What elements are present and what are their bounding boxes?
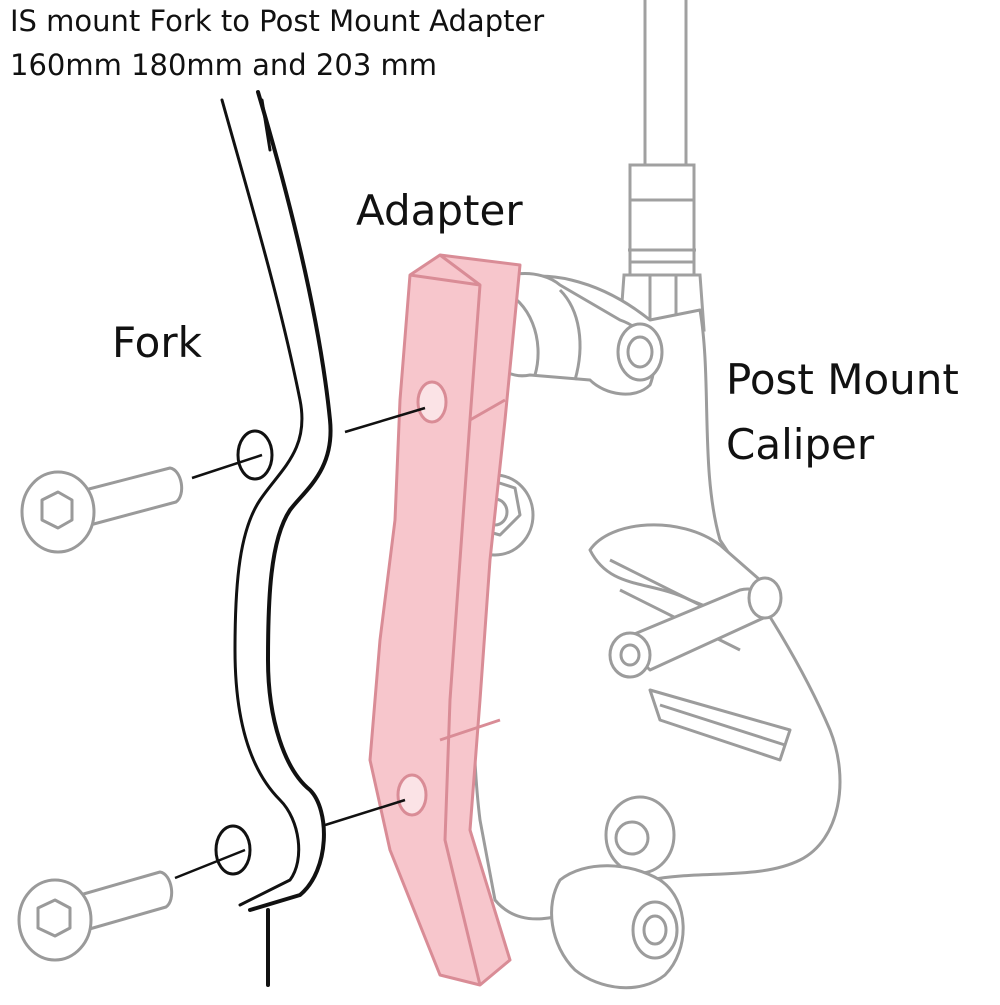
fork-label: Fork	[112, 318, 202, 367]
upper-bolt	[20, 466, 184, 554]
title-line-1: IS mount Fork to Post Mount Adapter	[10, 4, 545, 38]
caliper-label-line-2: Caliper	[726, 420, 875, 469]
adapter-label: Adapter	[356, 186, 523, 235]
title-line-2: 160mm 180mm and 203 mm	[10, 48, 437, 82]
caliper-label-line-1: Post Mount	[726, 355, 959, 404]
adapter-bracket	[368, 253, 522, 987]
brake-hose	[618, 0, 706, 332]
fork-leg	[214, 90, 333, 987]
alignment-lines	[174, 406, 426, 880]
lower-bolt	[17, 870, 174, 962]
